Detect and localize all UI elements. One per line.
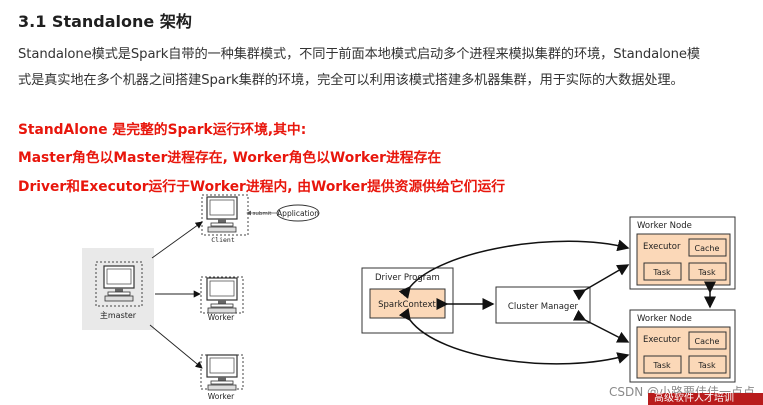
master-client-arrow	[151, 221, 203, 259]
intro-line-1: Standalone模式是Spark自带的一种集群模式，不同于前面本地模式启动多…	[18, 47, 700, 62]
training-banner: 高级软件人才培训	[648, 393, 763, 405]
master-worker-arrow-2	[149, 324, 203, 369]
cache-label-2: Cache	[695, 337, 720, 346]
master-computer-icon	[95, 261, 143, 307]
worker-node-label-2: Worker Node	[637, 314, 692, 324]
submit-label: submit	[253, 211, 273, 217]
worker-label-2: Worker	[208, 392, 235, 401]
executor-label-1: Executor	[643, 242, 681, 252]
task-label-2a: Task	[652, 361, 671, 370]
highlight-line-2: Master角色以Master进程存在, Worker角色以Worker进程存在	[18, 150, 442, 166]
cache-box-2	[688, 331, 727, 350]
context-worker2-arrow	[398, 308, 630, 365]
worker-computer-icon-2	[200, 354, 244, 391]
task-box-1a	[643, 262, 682, 281]
highlight-line-1: StandAlone 是完整的Spark运行环境,其中:	[18, 122, 307, 138]
spark-context-label: SparkContext	[378, 300, 436, 310]
cache-label-1: Cache	[695, 244, 720, 253]
task-label-2b: Task	[697, 361, 716, 370]
context-worker1-arrow	[398, 239, 630, 299]
task-box-2b	[688, 355, 727, 374]
task-label-1a: Task	[652, 268, 671, 277]
cache-box-1	[688, 238, 727, 257]
highlight-line-3: Driver和Executor运行于Worker进程内, 由Worker提供资源…	[18, 179, 506, 195]
section-heading: 3.1 Standalone 架构	[18, 12, 192, 31]
client-computer-icon	[201, 194, 249, 236]
client-label: Client	[211, 236, 235, 244]
executor-label-2: Executor	[643, 335, 681, 345]
application-label: Application	[277, 209, 319, 218]
worker-label-1: Worker	[208, 313, 235, 322]
master-label: 主master	[100, 310, 137, 320]
manager-worker2-arrow	[572, 309, 630, 343]
application-bubble	[276, 204, 320, 222]
worker-computer-icon-1	[200, 276, 244, 314]
task-label-1b: Task	[697, 268, 716, 277]
task-box-2a	[643, 355, 682, 374]
driver-program-label: Driver Program	[375, 273, 440, 283]
cluster-manager-label: Cluster Manager	[508, 302, 579, 312]
intro-line-2: 式是真实地在多个机器之间搭建Spark集群的环境，完全可以利用该模式搭建多机器集…	[18, 73, 684, 88]
task-box-1b	[688, 262, 727, 281]
worker-node-label-1: Worker Node	[637, 221, 692, 231]
intro-paragraph: Standalone模式是Spark自带的一种集群模式，不同于前面本地模式启动多…	[18, 42, 753, 94]
manager-worker1-arrow	[572, 264, 630, 301]
